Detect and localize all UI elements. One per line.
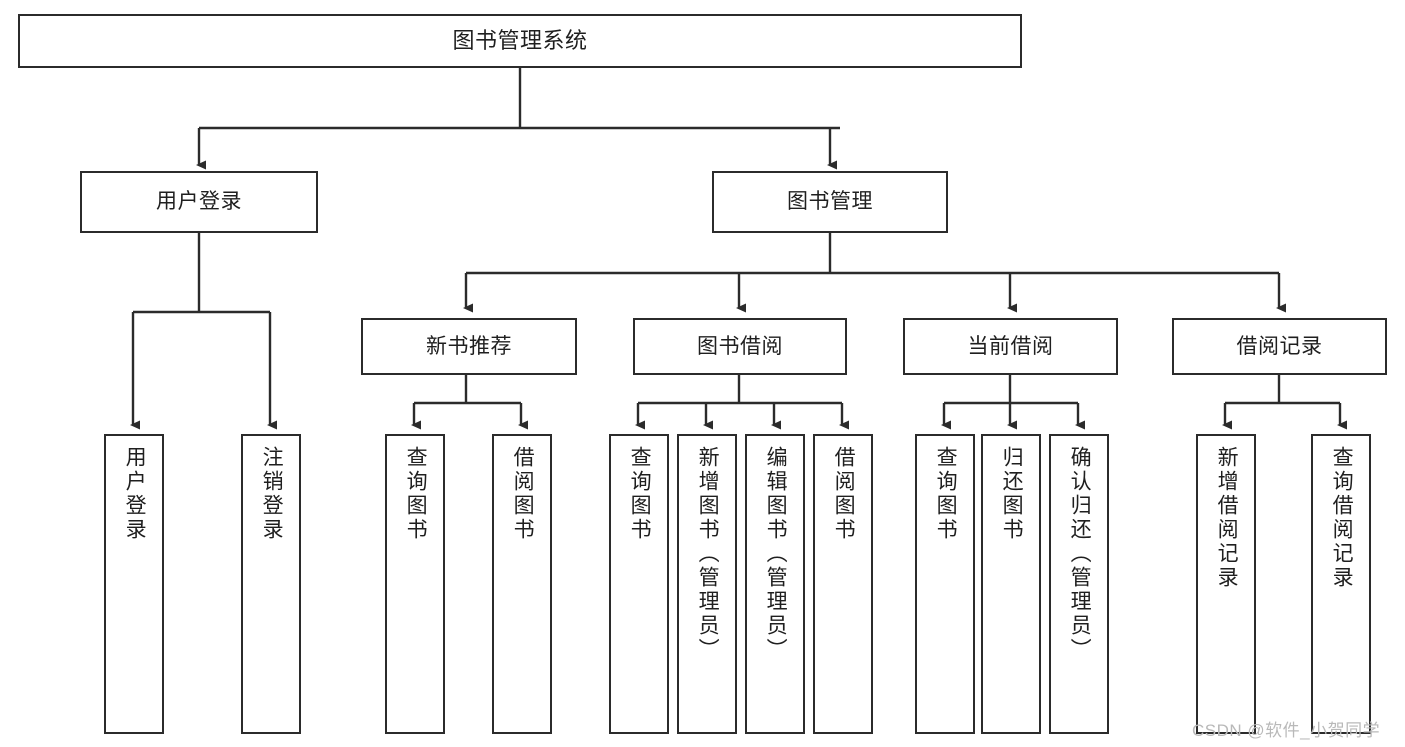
node-user-login[interactable]: 用户登录 (80, 171, 318, 233)
node-label: 注销登录 (260, 446, 284, 542)
node-label: 确认归还（管理员） (1068, 446, 1092, 662)
leaf-edit-book-admin[interactable]: 编辑图书（管理员） (745, 434, 805, 734)
leaf-query-borrow-record[interactable]: 查询借阅记录 (1311, 434, 1371, 734)
leaf-return-book[interactable]: 归还图书 (981, 434, 1041, 734)
node-label: 新增图书（管理员） (696, 446, 720, 662)
node-book-management[interactable]: 图书管理 (712, 171, 948, 233)
node-label: 图书管理 (787, 190, 873, 214)
leaf-confirm-return-admin[interactable]: 确认归还（管理员） (1049, 434, 1109, 734)
node-label: 查询图书 (934, 446, 958, 542)
node-label: 归还图书 (1000, 446, 1024, 542)
leaf-borrow-book-borrow[interactable]: 借阅图书 (813, 434, 873, 734)
node-label: 图书管理系统 (452, 27, 588, 53)
node-label: 查询借阅记录 (1330, 446, 1354, 590)
leaf-query-book-current[interactable]: 查询图书 (915, 434, 975, 734)
node-borrow-record[interactable]: 借阅记录 (1172, 318, 1387, 375)
node-book-borrow[interactable]: 图书借阅 (633, 318, 847, 375)
node-label: 借阅图书 (832, 446, 856, 542)
node-label: 新书推荐 (426, 334, 512, 358)
node-label: 用户登录 (156, 190, 242, 214)
leaf-add-book-admin[interactable]: 新增图书（管理员） (677, 434, 737, 734)
node-label: 编辑图书（管理员） (764, 446, 788, 662)
leaf-query-book-borrow[interactable]: 查询图书 (609, 434, 669, 734)
node-current-borrow[interactable]: 当前借阅 (903, 318, 1118, 375)
leaf-query-book-new-rec[interactable]: 查询图书 (385, 434, 445, 734)
node-label: 当前借阅 (967, 334, 1054, 358)
node-new-book-recommendation[interactable]: 新书推荐 (361, 318, 577, 375)
watermark-csdn: CSDN @软件_小贺同学 (1192, 721, 1381, 740)
node-label: 新增借阅记录 (1215, 446, 1239, 590)
leaf-borrow-book-new-rec[interactable]: 借阅图书 (492, 434, 552, 734)
node-label: 查询图书 (404, 446, 428, 542)
leaf-user-login[interactable]: 用户登录 (104, 434, 164, 734)
node-label: 图书借阅 (697, 334, 783, 358)
node-label: 用户登录 (123, 446, 147, 542)
node-label: 借阅图书 (511, 446, 535, 542)
node-root-book-management-system[interactable]: 图书管理系统 (18, 14, 1022, 68)
node-label: 借阅记录 (1236, 334, 1323, 358)
leaf-add-borrow-record[interactable]: 新增借阅记录 (1196, 434, 1256, 734)
node-label: 查询图书 (628, 446, 652, 542)
leaf-logout[interactable]: 注销登录 (241, 434, 301, 734)
